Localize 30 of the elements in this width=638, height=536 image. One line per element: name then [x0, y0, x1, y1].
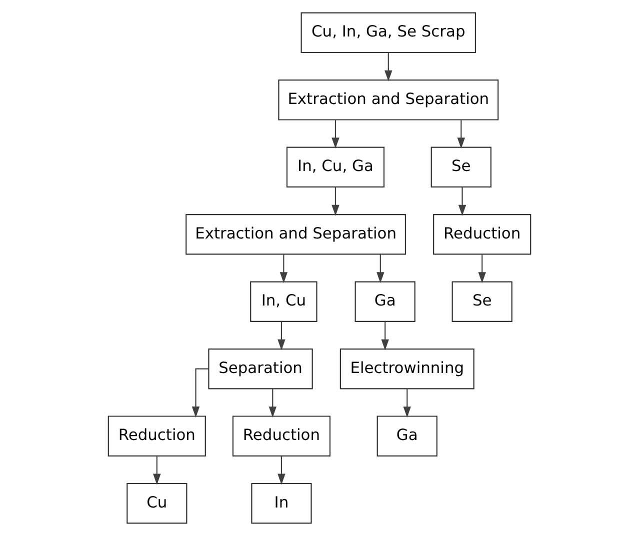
arrow — [456, 120, 464, 149]
arrow — [458, 187, 466, 216]
arrow — [384, 52, 392, 82]
arrow — [152, 456, 160, 485]
arrow — [279, 254, 288, 284]
node-box: Se — [451, 281, 512, 322]
arrow — [478, 254, 486, 284]
node-box: Ga — [354, 281, 415, 322]
arrow — [331, 187, 339, 216]
node-box: Reduction — [107, 416, 206, 456]
node-box: Ga — [376, 416, 437, 456]
arrow — [277, 322, 285, 350]
arrow — [380, 322, 388, 350]
node-box: Reduction — [232, 416, 330, 456]
arrow — [331, 120, 339, 149]
node-box: Electrowinning — [339, 348, 474, 390]
node-box: Extraction and Separation — [278, 80, 498, 120]
node-box: Separation — [208, 348, 312, 390]
node-box: Reduction — [432, 214, 531, 255]
node-box: Extraction and Separation — [185, 214, 406, 255]
node-box: In, Cu — [250, 281, 317, 322]
arrow — [376, 254, 384, 284]
arrow — [277, 456, 285, 485]
node-box: Cu — [126, 482, 187, 524]
node-box: In — [250, 482, 312, 524]
node-box: In, Cu, Ga — [286, 146, 384, 188]
arrow — [268, 389, 276, 418]
node-box: Cu, In, Ga, Se Scrap — [300, 12, 476, 54]
arrow — [402, 389, 410, 418]
node-box: Se — [430, 146, 491, 188]
